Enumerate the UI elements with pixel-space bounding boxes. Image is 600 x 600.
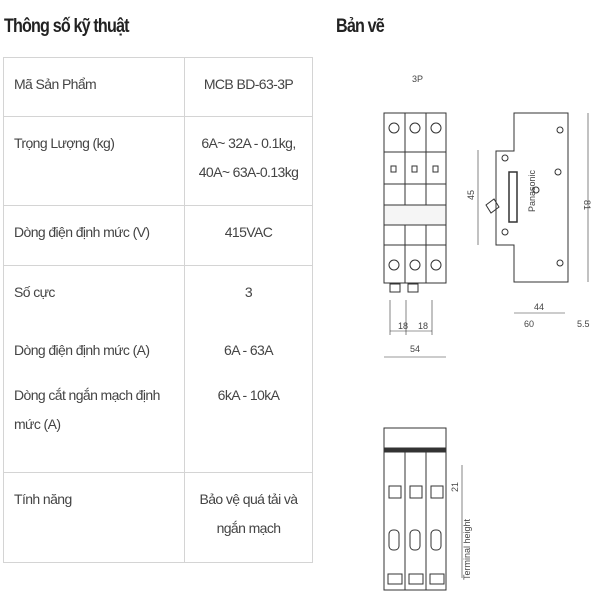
dim-pole-width-2: 18 (418, 321, 428, 331)
row-label: Tính năng (3, 473, 184, 562)
row-label: Số cực (3, 266, 184, 324)
row-value: 6A~ 32A - 0.1kg, 40A~ 63A-0.13kg (184, 117, 313, 205)
dim-depth-60: 60 (524, 319, 534, 329)
poles-label: 3P (412, 74, 423, 84)
dim-total-width: 54 (410, 344, 420, 354)
dim-terminal-height: 21 (450, 482, 460, 492)
table-row: Dòng điện định mức (A) 6A - 63A (3, 324, 313, 381)
brand-logo-text: Panasonic (527, 169, 537, 212)
row-label: Mã Sản Phẩm (3, 58, 184, 116)
row-value: 415VAC (184, 206, 313, 265)
row-value: 6A - 63A (184, 324, 313, 381)
table-row: Dòng cắt ngắn mạch định mức (A) 6kA - 10… (3, 381, 313, 472)
front-view (383, 112, 447, 358)
row-label: Dòng cắt ngắn mạch định mức (A) (3, 381, 184, 472)
row-value: MCB BD-63-3P (184, 58, 313, 116)
row-value: 6kA - 10kA (184, 381, 313, 472)
terminal-height-label: Terminal height (462, 518, 472, 580)
dim-pole-width-1: 18 (398, 321, 408, 331)
row-label: Dòng điện định mức (V) (3, 206, 184, 265)
dim-rail-offset: 5.5 (577, 319, 590, 329)
table-row: Dòng điện định mức (V) 415VAC (3, 205, 313, 265)
row-label: Dòng điện định mức (A) (3, 324, 184, 381)
specs-table: Mã Sản Phẩm MCB BD-63-3P Trọng Lượng (kg… (3, 57, 313, 563)
row-value: 3 (184, 266, 313, 324)
specs-title: Thông số kỹ thuật (4, 16, 129, 37)
drawing-title: Bản vẽ (336, 16, 385, 37)
bottom-view (383, 427, 463, 591)
dim-window-height: 45 (466, 190, 476, 200)
row-value: Bảo vệ quá tải và ngắn mạch (184, 473, 313, 562)
row-label: Trọng Lượng (kg) (3, 117, 184, 205)
dim-total-height: 81 (582, 200, 592, 210)
table-row: Mã Sản Phẩm MCB BD-63-3P (3, 57, 313, 116)
dim-depth-44: 44 (534, 302, 544, 312)
table-row: Số cực 3 (3, 265, 313, 324)
table-row: Tính năng Bảo vệ quá tải và ngắn mạch (3, 472, 313, 563)
side-view (477, 112, 589, 314)
table-row: Trọng Lượng (kg) 6A~ 32A - 0.1kg, 40A~ 6… (3, 116, 313, 205)
